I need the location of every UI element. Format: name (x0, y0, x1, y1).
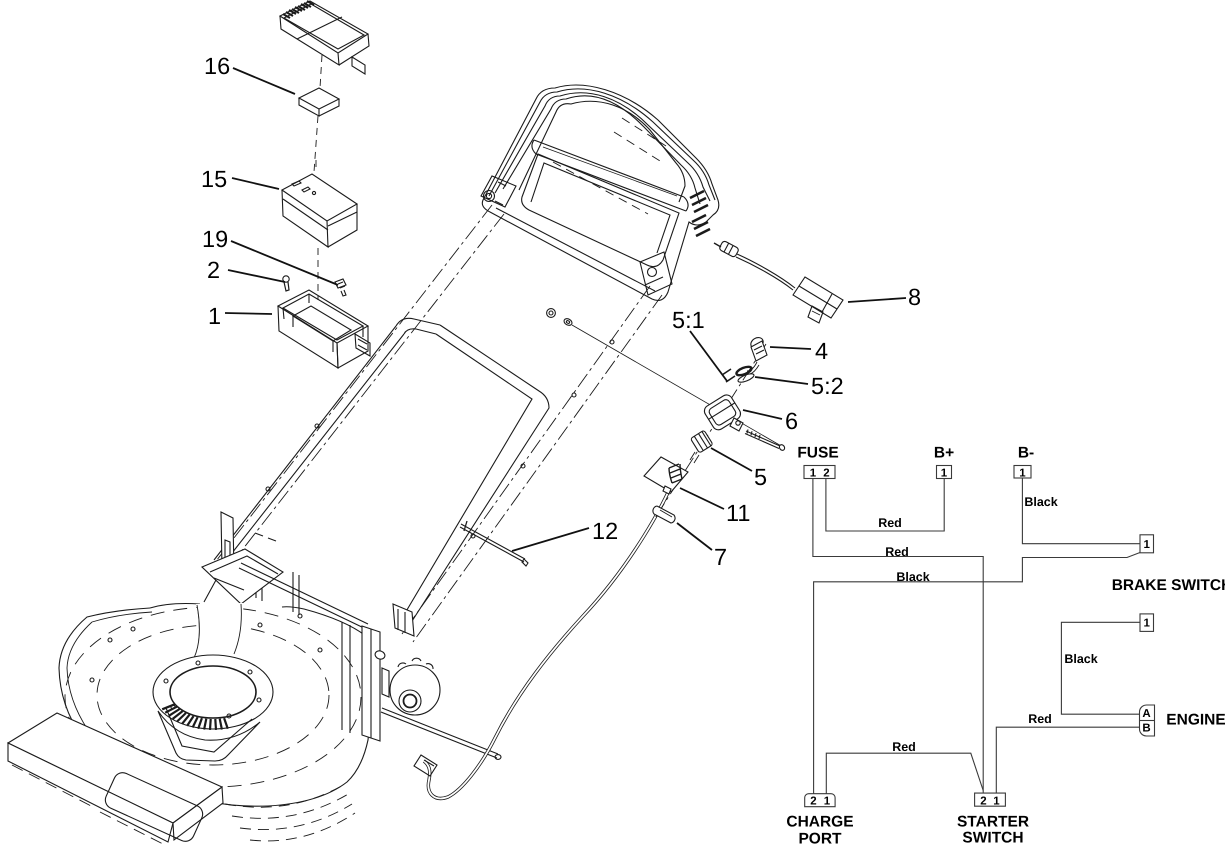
svg-text:A: A (1142, 708, 1150, 720)
svg-text:Red: Red (878, 516, 902, 530)
svg-text:11: 11 (726, 500, 750, 526)
svg-text:7: 7 (714, 544, 727, 570)
svg-text:Black: Black (896, 570, 929, 584)
svg-text:STARTER: STARTER (957, 814, 1029, 831)
svg-text:1: 1 (993, 796, 1000, 808)
svg-text:Red: Red (892, 740, 916, 754)
svg-text:ENGINE: ENGINE (1166, 712, 1225, 729)
svg-text:12: 12 (592, 518, 618, 544)
svg-text:15: 15 (201, 166, 227, 192)
svg-text:1: 1 (941, 468, 948, 480)
svg-text:2: 2 (823, 468, 829, 480)
svg-text:2: 2 (980, 796, 986, 808)
svg-text:5:2: 5:2 (811, 373, 844, 399)
svg-text:1: 1 (810, 468, 817, 480)
svg-text:BRAKE SWITCH: BRAKE SWITCH (1112, 577, 1225, 594)
svg-text:1: 1 (824, 796, 831, 808)
svg-text:6: 6 (785, 408, 798, 434)
svg-text:2: 2 (810, 796, 816, 808)
svg-text:Black: Black (1024, 495, 1057, 509)
svg-text:19: 19 (202, 226, 228, 252)
svg-text:PORT: PORT (798, 831, 842, 848)
svg-text:FUSE: FUSE (797, 445, 838, 462)
svg-text:B: B (1142, 723, 1150, 735)
svg-text:1: 1 (208, 303, 221, 329)
svg-text:8: 8 (908, 284, 921, 310)
svg-text:1: 1 (1143, 618, 1150, 630)
svg-text:Red: Red (885, 545, 909, 559)
svg-text:CHARGE: CHARGE (786, 814, 853, 831)
svg-text:5: 5 (754, 464, 767, 490)
svg-text:SWITCH: SWITCH (962, 830, 1023, 847)
svg-text:Red: Red (1028, 712, 1052, 726)
svg-text:1: 1 (1019, 468, 1026, 480)
svg-text:B-: B- (1018, 445, 1034, 462)
svg-text:B+: B+ (934, 445, 954, 462)
svg-text:4: 4 (815, 338, 828, 364)
svg-text:16: 16 (204, 53, 230, 79)
svg-text:5:1: 5:1 (672, 307, 705, 333)
svg-text:1: 1 (1143, 539, 1150, 551)
svg-text:2: 2 (207, 257, 220, 283)
svg-text:Black: Black (1064, 652, 1097, 666)
